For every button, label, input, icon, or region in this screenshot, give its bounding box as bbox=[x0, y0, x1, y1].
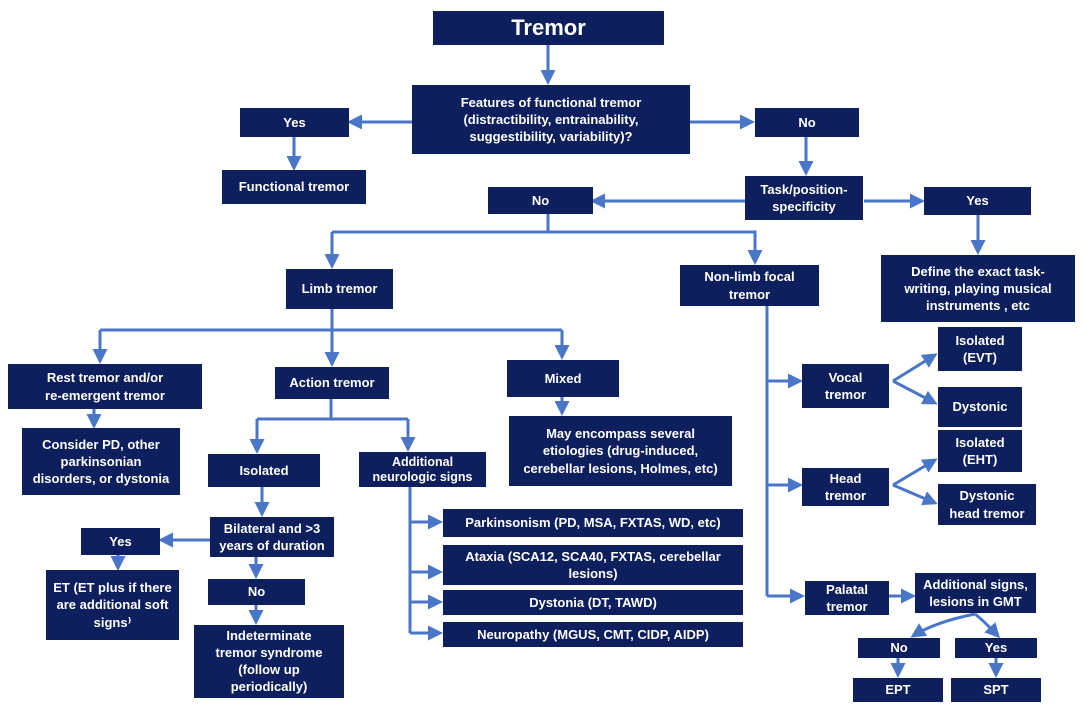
node-rest-tremor: Rest tremor and/or re-emergent tremor bbox=[8, 364, 202, 409]
arrow-vocal-dystonic bbox=[892, 379, 938, 405]
node-isolated-evt: Isolated (EVT) bbox=[938, 327, 1022, 371]
node-spt: SPT bbox=[951, 678, 1041, 702]
node-dystonic-head: Dystonic head tremor bbox=[938, 484, 1036, 525]
node-yes-task: Yes bbox=[924, 187, 1031, 215]
line-action-split bbox=[329, 399, 408, 421]
node-nonlimb-focal: Non-limb focal tremor bbox=[680, 265, 819, 306]
node-consider-pd: Consider PD, other parkinsonian disorder… bbox=[22, 428, 180, 495]
line-limb-split bbox=[330, 309, 562, 332]
node-additional-gmt: Additional signs, lesions in GMT bbox=[915, 573, 1036, 613]
node-isolated: Isolated bbox=[208, 454, 320, 487]
node-bilateral-duration: Bilateral and >3 years of duration bbox=[210, 517, 334, 557]
arrow-head-isolated bbox=[892, 458, 938, 487]
node-dystonic: Dystonic bbox=[938, 387, 1022, 427]
arrow-to-isolated bbox=[257, 417, 331, 451]
node-no-bilateral: No bbox=[208, 579, 305, 605]
node-functional-features: Features of functional tremor (distracti… bbox=[412, 85, 690, 154]
node-vocal-tremor: Vocal tremor bbox=[802, 364, 889, 408]
node-limb-tremor: Limb tremor bbox=[286, 269, 393, 309]
node-neuropathy: Neuropathy (MGUS, CMT, CIDP, AIDP) bbox=[443, 622, 743, 647]
line-no-split bbox=[332, 214, 550, 234]
node-isolated-eht: Isolated (EHT) bbox=[938, 430, 1022, 472]
arrow-addsigns-yes bbox=[974, 612, 1001, 639]
node-indeterminate: Indeterminate tremor syndrome (follow up… bbox=[194, 625, 344, 698]
node-no-functional: No bbox=[755, 108, 859, 137]
arrow-to-rest bbox=[100, 328, 332, 361]
node-et: ET (ET plus if there are additional soft… bbox=[46, 570, 179, 640]
node-action-tremor: Action tremor bbox=[275, 367, 389, 399]
node-may-encompass: May encompass several etiologies (drug-i… bbox=[509, 416, 732, 486]
node-task-specificity: Task/position- specificity bbox=[745, 176, 863, 220]
node-no-gmt: No bbox=[858, 638, 940, 658]
arrow-head-dystonic bbox=[892, 483, 938, 506]
arrow-addsigns-no bbox=[910, 612, 976, 638]
arrow-to-nonlimb bbox=[548, 230, 763, 265]
node-mixed: Mixed bbox=[507, 360, 619, 397]
node-additional-signs: Additional neurologic signs bbox=[359, 452, 486, 487]
node-no-task: No bbox=[488, 187, 593, 214]
node-parkinsonism: Parkinsonism (PD, MSA, FXTAS, WD, etc) bbox=[443, 509, 743, 537]
node-tremor: Tremor bbox=[433, 11, 664, 45]
node-yes-bilateral: Yes bbox=[81, 528, 160, 555]
node-dystonia: Dystonia (DT, TAWD) bbox=[443, 590, 743, 615]
node-ept: EPT bbox=[853, 678, 943, 702]
node-yes-functional: Yes bbox=[240, 108, 349, 137]
arrow-vocal-isolated bbox=[892, 353, 938, 383]
node-ataxia: Ataxia (SCA12, SCA40, FXTAS, cerebellar … bbox=[443, 545, 743, 585]
node-functional-tremor: Functional tremor bbox=[222, 170, 366, 204]
node-head-tremor: Head tremor bbox=[802, 468, 889, 506]
node-define-task: Define the exact task- writing, playing … bbox=[881, 255, 1075, 322]
node-yes-gmt: Yes bbox=[955, 638, 1037, 658]
node-palatal-tremor: Palatal tremor bbox=[805, 581, 889, 615]
